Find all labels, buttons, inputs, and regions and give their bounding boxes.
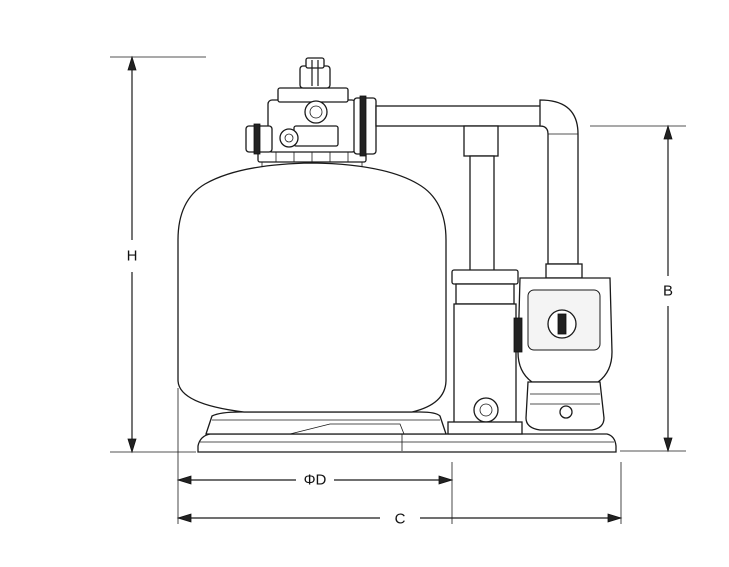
valve-center-port-inner [309, 105, 323, 119]
pump-strainer [447, 269, 523, 435]
pipe-elbow [539, 99, 579, 265]
valve-handle [299, 65, 331, 89]
b-arrow-top [663, 124, 673, 140]
pump-inlet-pipe [469, 155, 495, 273]
valve-front-plate [293, 125, 339, 147]
label-h: H [127, 248, 138, 265]
valve-handle-top [305, 57, 325, 69]
connection-pipe [375, 99, 579, 273]
strainer-drain-inner [479, 403, 493, 417]
tank-stand-recess [289, 423, 405, 435]
tank-body [177, 162, 447, 413]
pump-side-clamp [513, 317, 523, 353]
label-d: ΦD [304, 472, 327, 489]
valve-center-port [304, 100, 328, 124]
valve-right-union-nut [359, 95, 367, 157]
pump-drain-plug-slot [557, 313, 567, 335]
dimension-lines [110, 55, 686, 524]
c-arrow-left [176, 513, 192, 523]
pump-motor [513, 263, 613, 431]
strainer-lid-ring [455, 283, 515, 305]
c-arrow-right [607, 513, 623, 523]
b-arrow-bottom [663, 437, 673, 453]
sand-filter-tank [177, 156, 447, 413]
strainer-base [447, 421, 523, 435]
d-arrow-left [176, 475, 192, 485]
motor-screw [559, 405, 573, 419]
valve-side-port-inner [284, 133, 294, 143]
base-plate [197, 433, 617, 453]
multiport-valve [245, 57, 377, 163]
pipe-tee [463, 125, 499, 157]
label-b: B [663, 283, 673, 300]
d-arrow-right [438, 475, 454, 485]
strainer-drain-port [473, 397, 499, 423]
label-c: C [395, 511, 406, 528]
strainer-lid [451, 269, 519, 285]
base-plate-body [197, 433, 617, 453]
valve-cover [277, 87, 349, 103]
horizontal-pipe [375, 105, 545, 127]
valve-side-port [279, 128, 299, 148]
valve-left-union-nut [253, 123, 261, 155]
h-arrow-top [127, 55, 137, 71]
tank-stand [205, 411, 447, 435]
h-arrow-bottom [127, 438, 137, 454]
pump-outlet-union [545, 263, 583, 279]
